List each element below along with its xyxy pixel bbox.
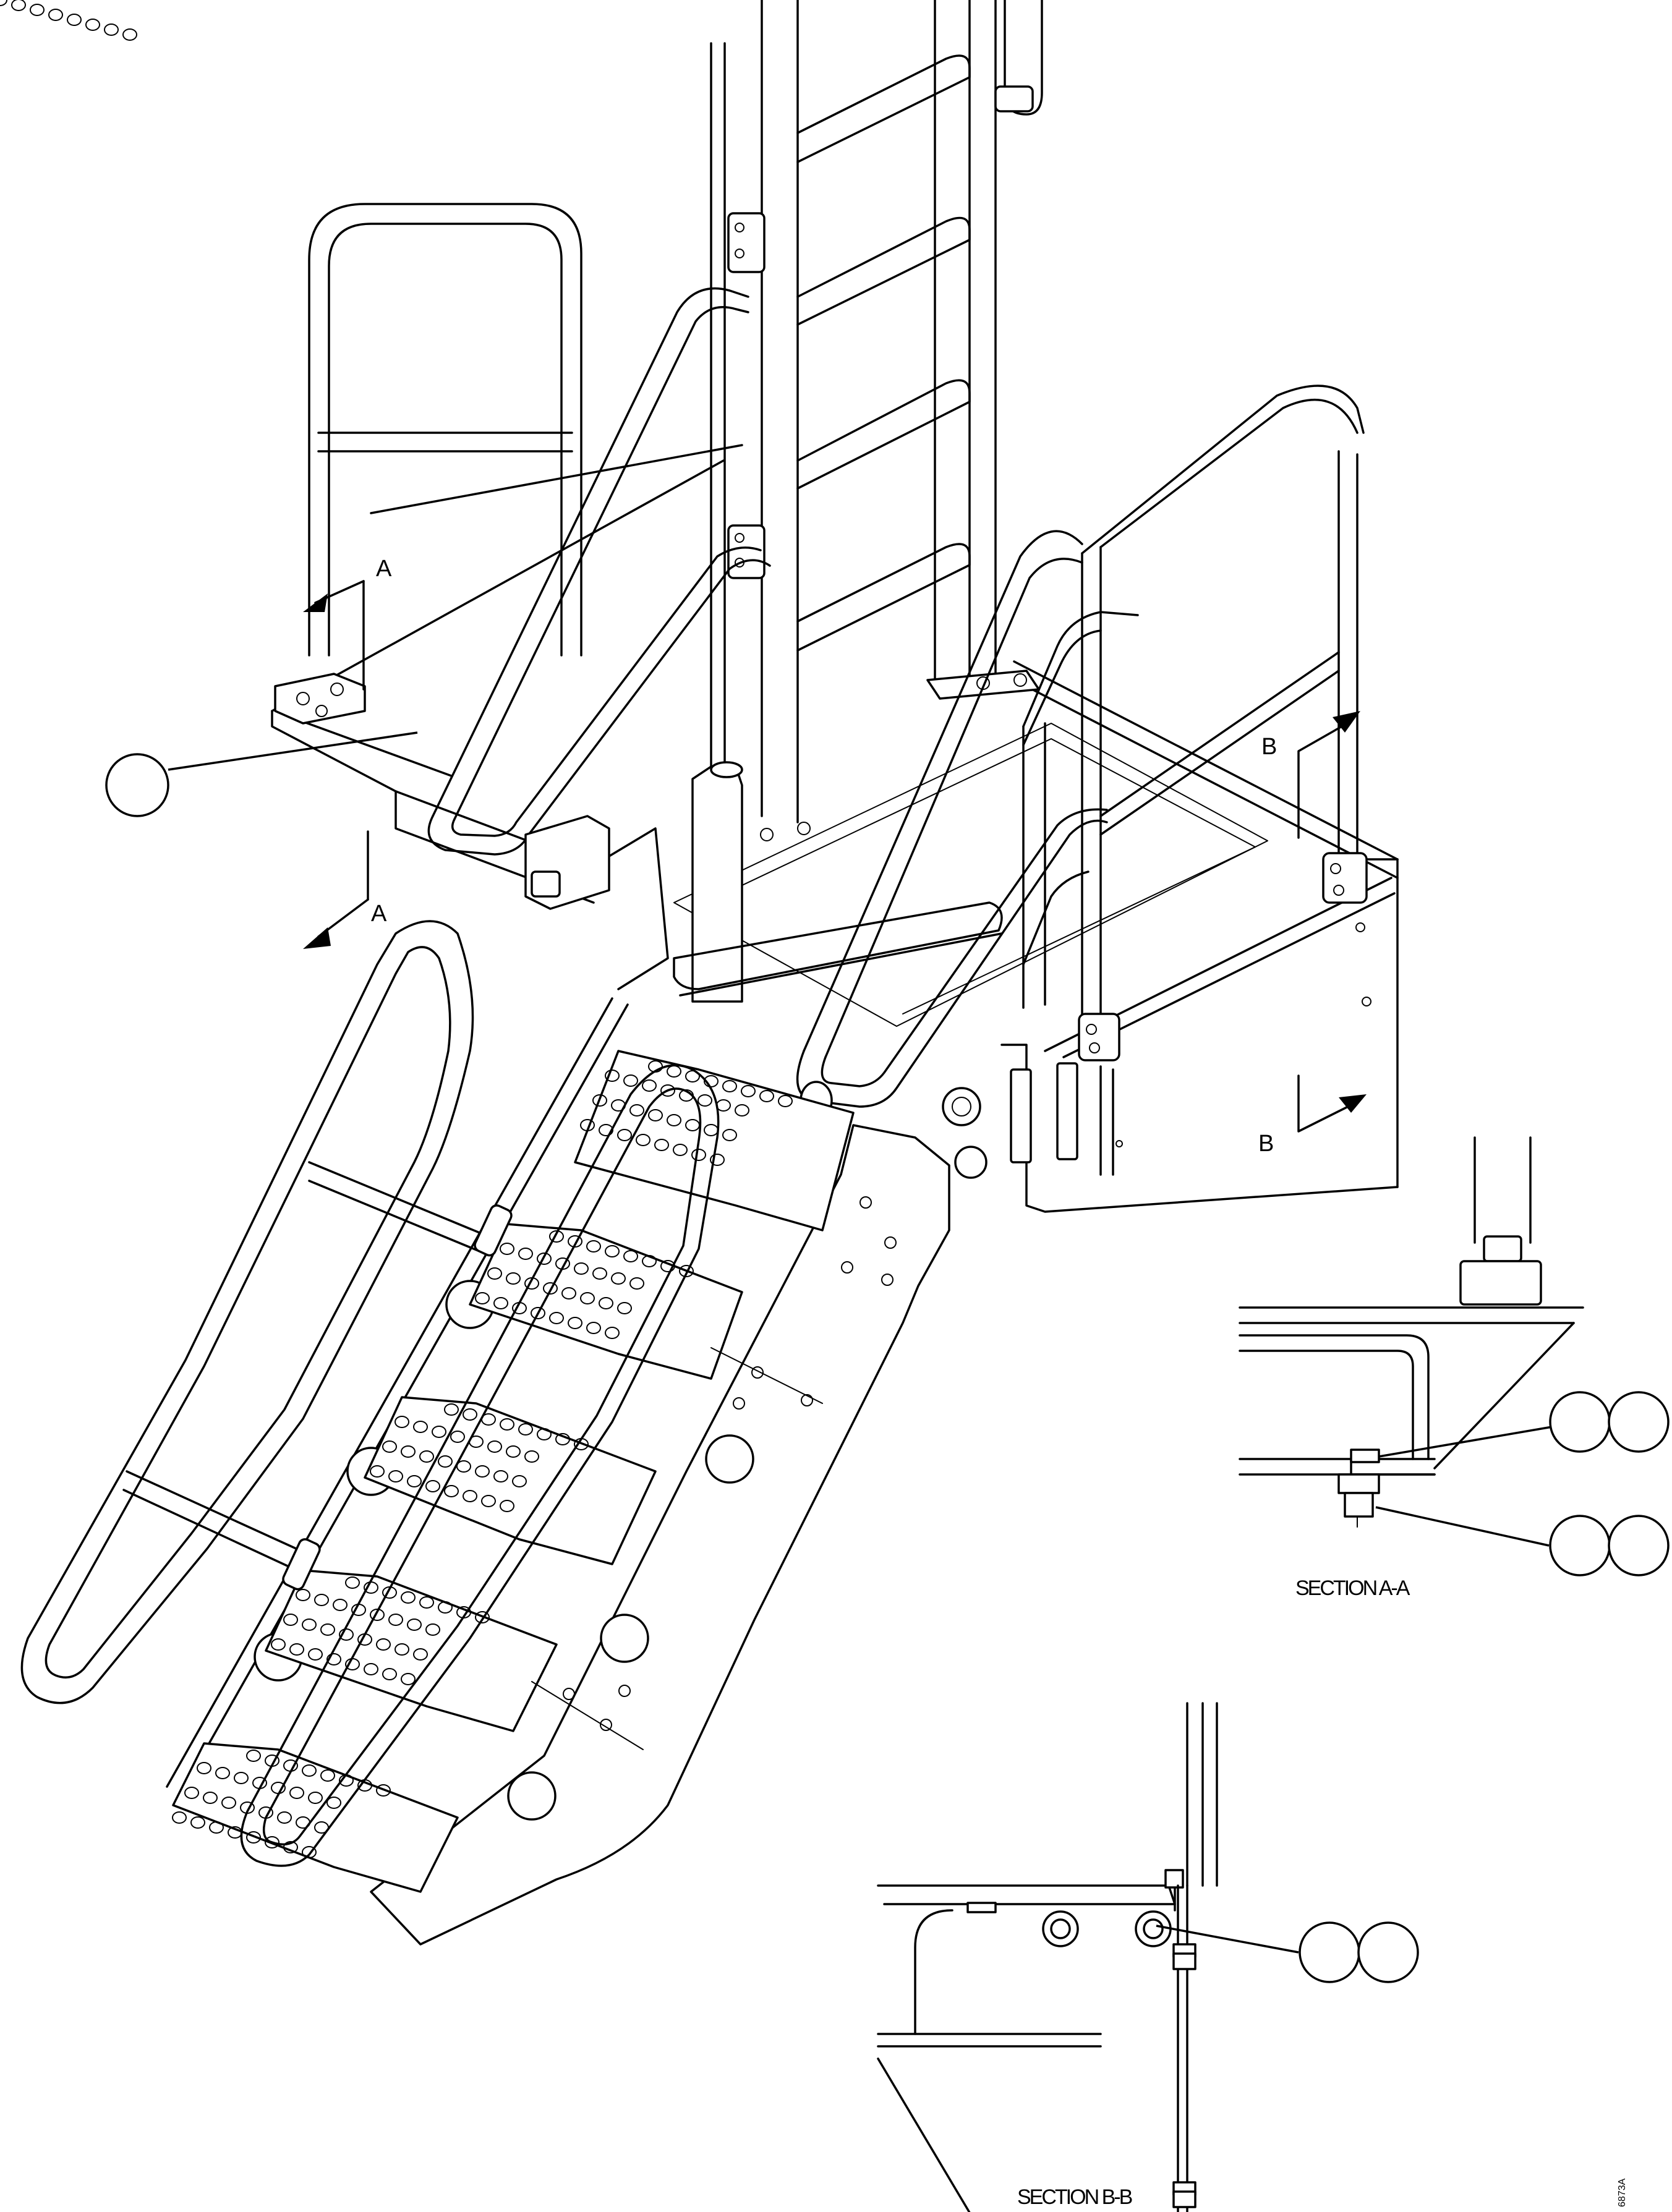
upper-platform [271, 444, 1399, 1213]
section-b-b-detail: SECTION B-B [877, 1702, 1419, 2212]
item-callout-main [105, 731, 418, 817]
right-handrail [796, 385, 1368, 1108]
section-a-a-title: SECTION A-A [1295, 1576, 1410, 1600]
drawing-number: 6873A [1617, 2178, 1627, 2207]
cut-label-b-top: B [1261, 734, 1277, 760]
section-a-a-detail: SECTION A-A [1239, 1136, 1670, 1600]
section-b-b-title: SECTION B-B [1017, 2185, 1132, 2209]
stairway [0, 0, 950, 1946]
tread-perforations [0, 0, 793, 1858]
cut-label-a-bottom: A [371, 901, 387, 927]
section-a-a-cut-markers: A A [303, 556, 392, 949]
cut-label-b-bottom: B [1258, 1131, 1274, 1157]
left-handrail [308, 203, 771, 856]
vertical-ladder [710, 0, 1043, 823]
cut-label-a-top: A [376, 556, 392, 582]
section-b-b-cut-markers: B B [1258, 711, 1367, 1157]
stair-left-handrail [20, 920, 720, 1867]
